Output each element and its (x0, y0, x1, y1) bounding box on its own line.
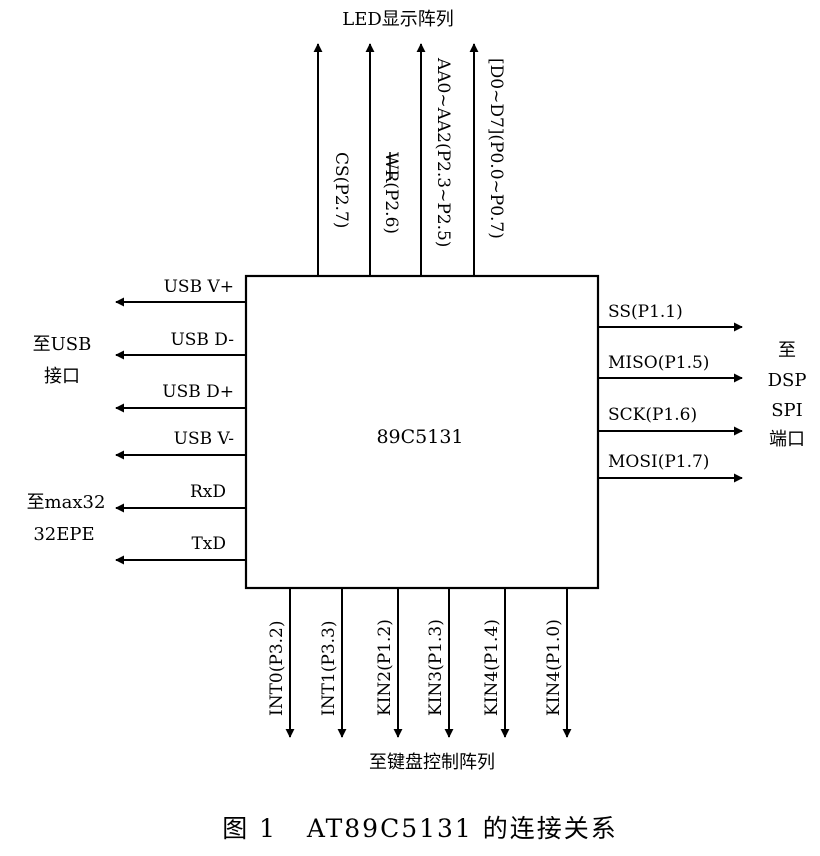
bottom-pin-kin3: KIN3(P1.3) (426, 619, 446, 716)
max3232-group-label-line2: 32EPE (33, 524, 94, 545)
top-pin-wr: WR(P2.6) (381, 152, 401, 234)
chip-label: 89C5131 (376, 426, 463, 448)
figure-caption: 图 1 AT89C5131 的连接关系 (222, 814, 618, 843)
usb-group-label-line1: 至USB (33, 334, 92, 355)
top-pin-cs: CS(P2.7) (331, 152, 351, 228)
right-pin-ss: SS(P1.1) (608, 302, 683, 322)
bottom-pin-int1: INT1(P3.3) (319, 621, 339, 716)
left-pin-usb-vminus: USB V- (174, 429, 234, 449)
dsp-group-label-line4: 端口 (769, 429, 805, 450)
right-pin-mosi: MOSI(P1.7) (608, 452, 709, 472)
dsp-group-label-line3: SPI (771, 400, 803, 421)
left-pin-usb-dplus: USB D+ (162, 382, 234, 402)
led-array-label: LED显示阵列 (342, 9, 454, 30)
top-pin-aa: AA0~AA2(P2.3~P2.5) (433, 57, 453, 247)
top-pin-data: [D0~D7](P0.0~P0.7) (486, 58, 506, 239)
left-pin-usb-vplus: USB V+ (164, 277, 234, 297)
left-pin-usb-dminus: USB D- (170, 330, 234, 350)
bottom-pin-kin4: KIN4(P1.4) (482, 619, 502, 716)
usb-group-label-line2: 接口 (44, 366, 80, 387)
left-pin-rxd: RxD (190, 482, 226, 502)
chip-box (244, 274, 600, 590)
right-pin-sck: SCK(P1.6) (608, 405, 697, 425)
bottom-pin-kin2: KIN2(P1.2) (375, 619, 395, 716)
dsp-group-label-line1: 至 (778, 340, 796, 361)
keyboard-array-label: 至键盘控制阵列 (369, 752, 495, 773)
dsp-group-label-line2: DSP (768, 370, 807, 391)
bottom-pin-int0: INT0(P3.2) (267, 621, 287, 716)
bottom-pin-kin4-p10: KIN4(P1.0) (544, 619, 564, 716)
left-pin-txd: TxD (191, 534, 226, 554)
max3232-group-label-line1: 至max32 (27, 492, 106, 513)
right-pin-miso: MISO(P1.5) (608, 353, 709, 373)
